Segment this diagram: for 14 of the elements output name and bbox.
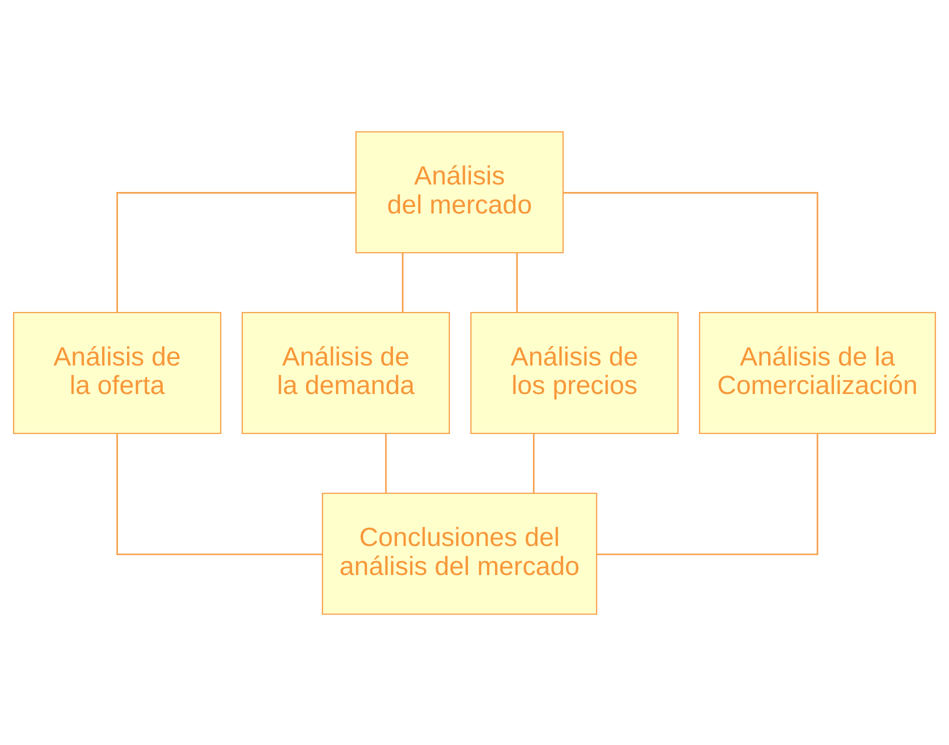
connector xyxy=(516,252,518,312)
connector xyxy=(596,433,818,555)
connector xyxy=(402,252,404,312)
node-box: Conclusiones del análisis del mercado xyxy=(322,492,598,614)
node-box: Análisis de la Comercialización xyxy=(698,311,936,434)
node-box: Análisis de la demanda xyxy=(242,311,450,434)
connector xyxy=(532,433,535,493)
connector xyxy=(564,192,818,312)
node-box: Análisis del mercado xyxy=(355,130,564,253)
node-box: Análisis de la oferta xyxy=(13,311,222,434)
connector xyxy=(116,433,322,555)
connector xyxy=(385,433,387,493)
node-box: Análisis de los precios xyxy=(470,311,679,434)
connector xyxy=(116,192,356,312)
